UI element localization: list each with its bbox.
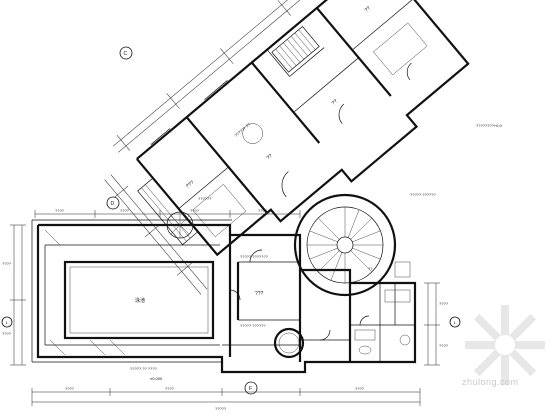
note-bottom: ????? ?? ???? (130, 366, 157, 371)
svg-text:????: ???? (2, 261, 12, 266)
svg-text:C: C (124, 51, 128, 57)
svg-text:????: ???? (258, 208, 268, 213)
wing-walls (136, 0, 470, 257)
svg-text:????: ???? (65, 386, 75, 391)
note-top-right: ????????+0.0 (476, 123, 502, 128)
grid-bubble-one-right: 1 (449, 316, 461, 328)
svg-text:????: ???? (439, 301, 449, 306)
svg-text:D: D (111, 201, 115, 207)
level-mark: ?????? (198, 196, 212, 201)
grid-bubble-c: C (119, 46, 133, 60)
note-mid: ????? ?????? (410, 192, 436, 197)
svg-text:????: ???? (55, 208, 65, 213)
bottom-dimension-chain: ???? ???? ???? ????? (31, 386, 421, 411)
svg-text:F: F (249, 386, 252, 392)
stair-hall-label: ?? (368, 266, 373, 271)
watermark-text: zhulong.com (462, 377, 519, 387)
rotated-wing: ??? ?? ?? ?? ?????? ?? (104, 0, 470, 295)
grid-bubble-one-left: 1 (1, 316, 13, 328)
svg-text:????: ???? (190, 208, 200, 213)
note-center: ????? ??????? (240, 254, 269, 259)
svg-text:????: ???? (355, 386, 365, 391)
wing-room-b-label: ?? (266, 153, 274, 161)
svg-text:????: ???? (165, 386, 175, 391)
wing-room-d-label: ?? (364, 5, 372, 13)
pool-room-label: 泳池 (135, 297, 145, 304)
wing-room-a-label: ??? (185, 180, 195, 190)
svg-text:????: ???? (439, 343, 449, 348)
svg-text:????: ???? (2, 331, 12, 336)
svg-text:????: ???? (120, 208, 130, 213)
grid-bubble-d: D (106, 196, 120, 210)
lower-block: ???? ???? ???? ???? 泳池 (1, 193, 461, 411)
left-dimension-chain: ???? ???? (2, 224, 26, 366)
svg-text:1: 1 (454, 320, 457, 325)
top-dimension-chain: ???? ???? ???? ???? (34, 208, 301, 218)
pool (63, 260, 215, 340)
zhulong-watermark-logo (465, 305, 545, 385)
grid-bubble-f: F (244, 381, 258, 395)
hall-label: ??? (255, 291, 264, 297)
round-column-room (273, 327, 305, 359)
right-dimension-chain: ???? ???? (424, 282, 449, 366)
small-spiral-stair (166, 211, 194, 239)
svg-text:1: 1 (6, 320, 9, 325)
note-mid2: ????? ?????? (240, 323, 266, 328)
elevation-mark: ±0.000 (150, 376, 163, 381)
wing-room-c-label: ?? (331, 98, 339, 106)
svg-text:?????: ????? (215, 406, 227, 411)
spiral-stair (293, 193, 397, 297)
wing-dimension-chain (104, 0, 372, 295)
